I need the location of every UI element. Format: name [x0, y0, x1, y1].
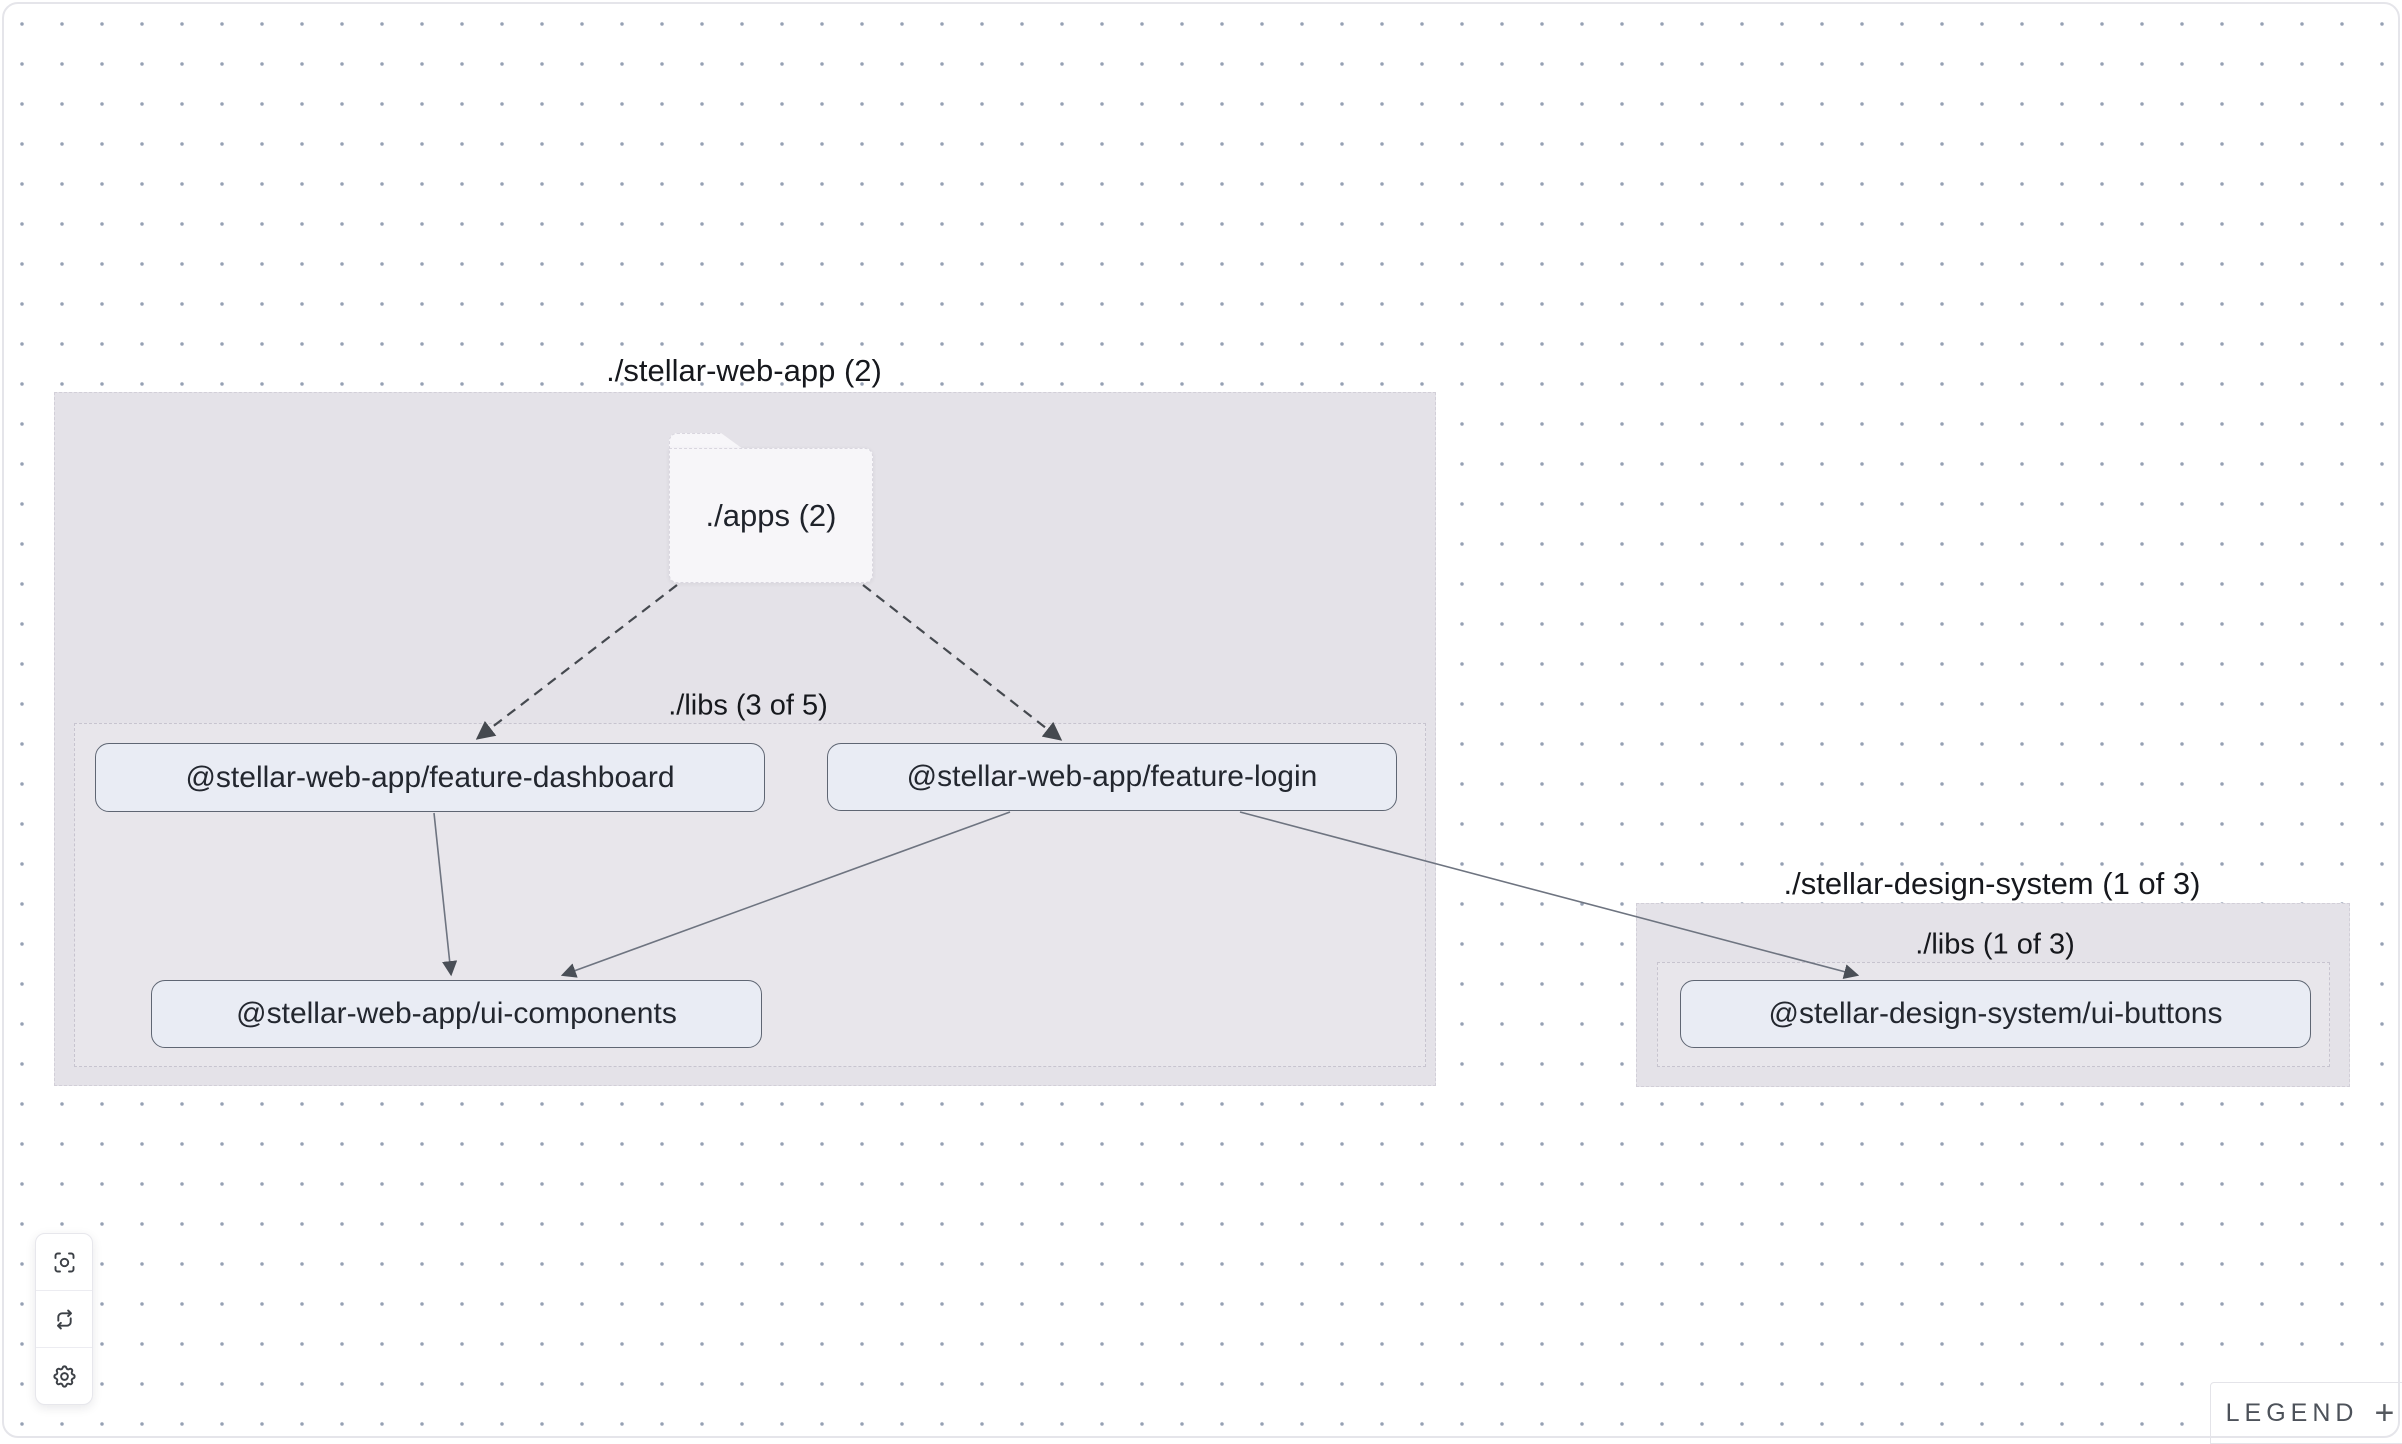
node-ui-components-label: @stellar-web-app/ui-components: [236, 997, 677, 1030]
legend-expand-icon: +: [2374, 1394, 2395, 1432]
group-stellar-web-app-title: ./stellar-web-app (2): [606, 353, 882, 388]
node-ui-components[interactable]: @stellar-web-app/ui-components: [151, 980, 762, 1048]
refresh-graph-button[interactable]: [36, 1291, 92, 1348]
legend-label: LEGEND: [2225, 1398, 2359, 1427]
node-feature-dashboard-label: @stellar-web-app/feature-dashboard: [185, 760, 675, 794]
settings-button[interactable]: [36, 1348, 92, 1404]
settings-gear-icon: [52, 1364, 76, 1388]
node-feature-dashboard[interactable]: @stellar-web-app/feature-dashboard: [95, 743, 765, 812]
subgroup-libs-web-app-label: ./libs (3 of 5): [668, 689, 828, 722]
refresh-icon: [56, 1309, 72, 1329]
subgroup-libs-design-system-label: ./libs (1 of 3): [1915, 928, 2075, 961]
node-feature-login[interactable]: @stellar-web-app/feature-login: [827, 743, 1397, 811]
graph-controls-toolbar: [35, 1233, 93, 1405]
folder-tab: [669, 433, 743, 449]
focus-center-icon: [54, 1252, 74, 1272]
node-ui-buttons[interactable]: @stellar-design-system/ui-buttons: [1680, 980, 2311, 1048]
node-ui-buttons-label: @stellar-design-system/ui-buttons: [1768, 997, 2223, 1030]
folder-apps[interactable]: ./apps (2): [669, 433, 873, 583]
folder-body: ./apps (2): [669, 448, 873, 583]
center-graph-button[interactable]: [36, 1234, 92, 1291]
folder-apps-label: ./apps (2): [705, 497, 837, 533]
node-feature-login-label: @stellar-web-app/feature-login: [906, 760, 1318, 793]
legend-toggle[interactable]: LEGEND +: [2210, 1382, 2402, 1444]
group-stellar-design-system-title: ./stellar-design-system (1 of 3): [1783, 866, 2201, 901]
